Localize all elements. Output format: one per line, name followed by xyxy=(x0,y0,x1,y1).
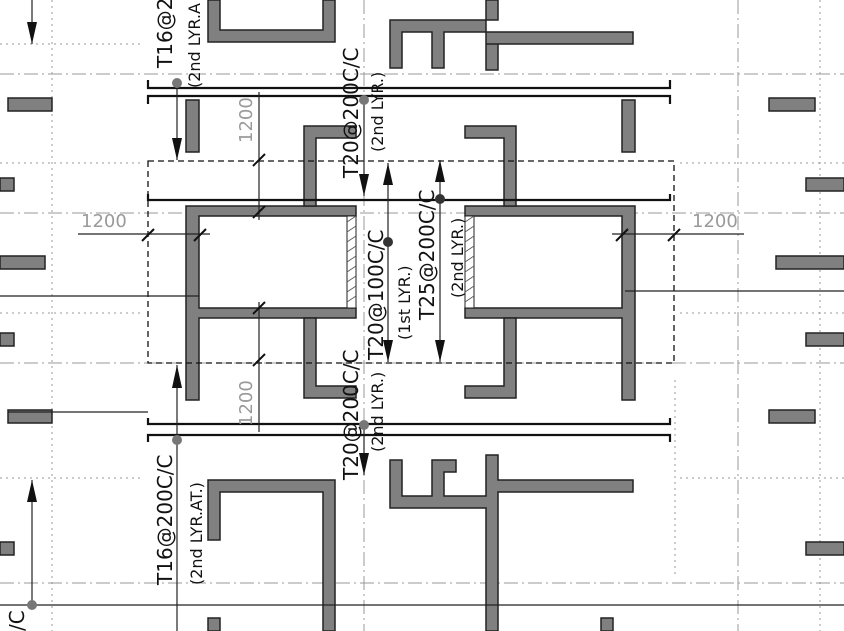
rebar-top-2 xyxy=(146,94,672,104)
dim-ticks xyxy=(141,153,681,367)
arrowhead-icon xyxy=(383,163,393,185)
core-flange-bottom-right xyxy=(464,317,517,399)
marker-dot-icon xyxy=(172,78,182,88)
marker-dot-icon xyxy=(172,435,182,445)
label-spec: T20@100C/C xyxy=(364,229,388,361)
wall-stub xyxy=(7,97,53,112)
label-spec: T20@200C/C xyxy=(339,349,363,481)
wall-stub xyxy=(775,255,844,270)
label-spec: T20@200C/C xyxy=(339,47,363,179)
zone-box xyxy=(147,160,675,364)
rebar-bottom-1 xyxy=(146,418,672,426)
arrowhead-icon xyxy=(359,453,369,475)
label-fragment: /C xyxy=(5,610,29,631)
wall-stub xyxy=(768,409,816,424)
arrowhead-icon xyxy=(27,480,37,502)
label-layer: (2nd LYR.A xyxy=(185,3,204,88)
marker-dot-icon xyxy=(435,194,445,204)
label-layer: (2nd LYR.) xyxy=(368,72,387,152)
marker-dot-icon xyxy=(27,600,37,610)
core-flange-top-right xyxy=(464,125,517,207)
arrowhead-icon xyxy=(383,340,393,362)
wall-stub xyxy=(805,177,844,192)
label-layer: (2nd LYR.AT.) xyxy=(187,482,206,585)
wall-stub xyxy=(0,541,15,556)
arrowhead-icon xyxy=(27,22,37,44)
wall-stub xyxy=(600,617,614,631)
wall-stub xyxy=(7,409,53,424)
wall-top-left xyxy=(207,0,336,43)
dim-label-left: 1200 xyxy=(81,211,127,232)
hatch-left xyxy=(346,215,357,309)
wall-stub xyxy=(185,99,200,153)
label-spec: T16@200C/C xyxy=(153,0,177,69)
label-layer: (1st LYR.) xyxy=(395,265,414,340)
rebar-lines xyxy=(0,80,844,442)
label-spec: T16@200C/C xyxy=(153,454,177,586)
wall-stub xyxy=(0,255,46,270)
core-flange-bottom-left xyxy=(303,317,357,399)
wall-stub xyxy=(805,541,844,556)
rebar-upper xyxy=(146,194,672,202)
wall-stub xyxy=(805,332,844,347)
dim-label-right: 1200 xyxy=(692,211,738,232)
dim-label-bottom: 1200 xyxy=(236,380,257,426)
wall-stub xyxy=(0,332,15,347)
arrowhead-icon xyxy=(172,365,182,388)
marker-dot-icon xyxy=(359,95,369,105)
arrowhead-icon xyxy=(172,138,182,160)
wall-stub xyxy=(621,99,636,153)
label-layer: (2nd LYR.) xyxy=(448,218,467,298)
core-flange-top-left xyxy=(303,125,357,207)
marker-dots xyxy=(27,78,445,610)
wall-top-center xyxy=(389,0,634,71)
label-spec: T25@200C/C xyxy=(415,189,439,321)
arrowhead-icon xyxy=(435,160,445,182)
core-wall-right xyxy=(464,205,636,401)
arrowhead-icon xyxy=(359,174,369,196)
dim-label-top: 1200 xyxy=(236,97,257,143)
wall-stub xyxy=(768,97,816,112)
label-layer: (2nd LYR.) xyxy=(368,372,387,452)
rebar-bottom-2 xyxy=(146,433,672,442)
dimensions: 1200 1200 1200 1200 xyxy=(78,92,744,432)
rebar-top-1 xyxy=(146,80,672,90)
wall-bottom-center xyxy=(389,454,634,631)
wall-bottom-left xyxy=(207,479,336,631)
core-wall-left xyxy=(185,205,357,401)
marker-dot-icon xyxy=(383,237,393,247)
wall-stub xyxy=(207,617,221,631)
marker-dot-icon xyxy=(359,420,369,430)
rebar-labels: T16@200C/C (2nd LYR.A T20@200C/C (2nd LY… xyxy=(5,0,467,631)
arrowhead-icon xyxy=(435,340,445,362)
wall-stub xyxy=(0,177,15,192)
hatch-pattern xyxy=(346,215,475,303)
